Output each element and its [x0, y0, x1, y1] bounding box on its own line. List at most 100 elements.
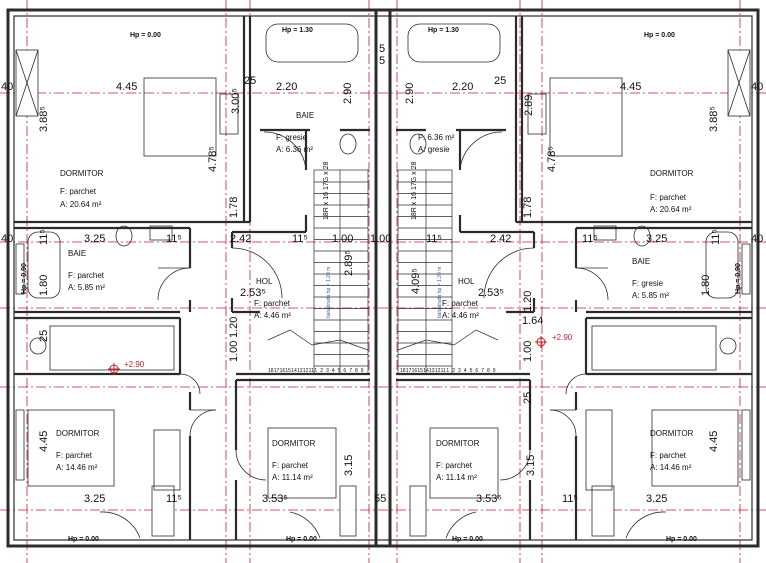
bed-right-mid	[429, 427, 499, 499]
step-number: 13	[429, 368, 435, 374]
dim: 1.20	[522, 291, 534, 312]
dim: 3.53⁵	[262, 493, 288, 505]
dim: 1.00	[332, 233, 353, 245]
hp-right-bath: Hp = 1.30	[428, 27, 459, 34]
step-number: 6	[475, 368, 478, 374]
toilet-left	[115, 225, 133, 247]
dim: 11⁵	[292, 233, 308, 245]
step-number: 8	[487, 368, 490, 374]
step-number: 15	[285, 368, 291, 374]
room-name: HOL	[256, 277, 273, 286]
outer-walls	[6, 8, 760, 548]
room-name: DORMITOR	[56, 429, 100, 438]
room-name: BAIE	[296, 111, 314, 120]
dim: 40	[751, 81, 763, 93]
step-number: 2	[320, 368, 323, 374]
dim: 4.78⁵	[207, 146, 219, 172]
dim: 25	[494, 75, 506, 87]
dim: 1.20	[228, 317, 240, 338]
dim: 4.09⁵	[410, 268, 422, 294]
bed-left-mid	[267, 427, 337, 499]
dim: 4.78⁵	[546, 146, 558, 172]
bathtub-right-top	[407, 23, 501, 63]
stair-note-right: balustrada hp = 1.20 m	[437, 267, 443, 318]
room-floor: F: parchet	[650, 193, 687, 202]
fixtures	[27, 23, 739, 499]
toilet-right-top	[409, 133, 427, 155]
room-floor: F: parchet	[442, 299, 479, 308]
bed-right-top	[549, 77, 623, 157]
dim: 3.25	[84, 233, 105, 245]
room-area: A: 14.46 m²	[650, 463, 692, 472]
dim: 11⁵	[710, 229, 722, 245]
dim: 1.78	[522, 197, 534, 218]
dim: 4.45	[620, 81, 641, 93]
step-number: 2	[452, 368, 455, 374]
room-name: HOL	[458, 277, 475, 286]
dim: 3.53⁵	[476, 493, 502, 505]
room-area: A: 4.46 m²	[254, 311, 291, 320]
room-area: A: 5.85 m²	[68, 283, 105, 292]
stair-step-right: 18R x 16 17G x 28	[411, 162, 418, 220]
room-area: A: 20.64 m²	[60, 200, 102, 209]
sink-right	[593, 225, 617, 241]
stair-note-left: balustrada hp = 1.20 m	[326, 267, 332, 318]
room-floor: F: parchet	[56, 451, 93, 460]
stairs-left	[267, 169, 369, 375]
dim: 2.53⁵	[240, 287, 266, 299]
dim: 5	[379, 43, 385, 55]
room-area: A: 4.46 m²	[442, 311, 479, 320]
window-right-bottom	[741, 409, 751, 481]
step-number: 14	[291, 368, 297, 374]
dim: 1.64	[522, 315, 543, 327]
bathtub-right-small	[705, 231, 739, 299]
step-number: 3	[458, 368, 461, 374]
step-number: 1	[314, 368, 317, 374]
dim: 25	[522, 392, 534, 404]
level-right: +2.90	[552, 333, 573, 342]
windows	[15, 49, 751, 537]
room-name: BAIE	[68, 249, 86, 258]
bed-right-bottom	[651, 409, 739, 487]
level-left: +2.90	[124, 360, 145, 369]
bed-left-top	[143, 77, 217, 157]
dim: 1.80	[700, 275, 712, 296]
dim: 2.53⁵	[478, 287, 504, 299]
hp-left-bath-side: Hp = 0.90	[21, 263, 28, 294]
dim: 3.88⁵	[38, 106, 50, 132]
hp-labels: Hp = 0.00 Hp = 1.30 Hp = 1.30 Hp = 0.00 …	[21, 27, 742, 543]
door-swings	[99, 131, 667, 539]
step-number: 1	[446, 368, 449, 374]
bathtub-left-small	[27, 231, 61, 299]
room-floor: F: parchet	[254, 299, 291, 308]
sink-left	[149, 225, 173, 241]
room-floor: F: parchet	[650, 451, 687, 460]
step-number: 3	[326, 368, 329, 374]
dim: 2.90	[342, 83, 354, 104]
desk-right	[591, 325, 717, 371]
dim: 3.00⁵	[230, 88, 242, 114]
dim: 3.25	[646, 493, 667, 505]
window-left-bath	[15, 243, 25, 295]
dim: 11⁵	[166, 493, 182, 505]
step-number: 6	[343, 368, 346, 374]
chair-left	[29, 337, 47, 355]
sink-right-top	[527, 93, 547, 135]
dim: 2.20	[276, 81, 297, 93]
room-area: A: 6.36 m²	[276, 145, 313, 154]
dimensions-left: 4.45 2.20 25 2.90 5 40 3.88⁵ 3.00⁵ 4.78⁵…	[1, 55, 391, 505]
dim: 1.00	[370, 233, 391, 245]
dim: 11⁵	[562, 493, 578, 505]
step-number: 9	[361, 368, 364, 374]
bed-left-bottom	[27, 409, 115, 487]
interior-walls-right	[396, 16, 752, 540]
hp-left-bottom-mid: Hp = 0.00	[286, 536, 317, 543]
step-number: 5	[470, 368, 473, 374]
dim: 2.42	[230, 233, 251, 245]
step-number: 12	[303, 368, 309, 374]
room-labels-right: DORMITOR F: parchet A: 20.64 m² BAIE F: …	[418, 133, 694, 482]
dim: 3.88⁵	[708, 106, 720, 132]
room-area: A: 11.14 m²	[272, 473, 313, 482]
